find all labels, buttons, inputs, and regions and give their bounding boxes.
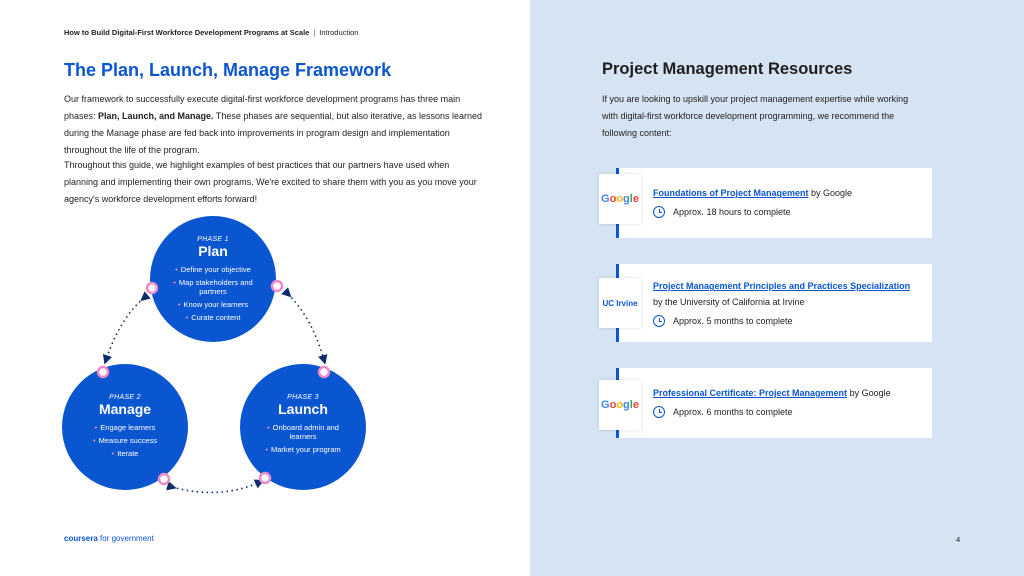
phase-bullet: •Curate content [150, 313, 276, 322]
phase-bullet: •Define your objective [150, 265, 276, 274]
bullet-dot: • [265, 445, 269, 454]
cycle-arrows [102, 287, 328, 494]
resource-info: Project Management Principles and Practi… [653, 279, 922, 327]
arrow-plan-launch [281, 287, 328, 365]
intro-text-end: These phases are sequential, but also it… [64, 111, 483, 155]
guide-paragraph: Throughout this guide, we highlight exam… [64, 160, 477, 204]
duration-text: Approx. 18 hours to complete [673, 207, 791, 217]
bullet-dot: • [267, 423, 270, 432]
phase-plan-circle: PHASE 1 Plan •Define your objective •Map… [150, 216, 276, 342]
resource-link[interactable]: Professional Certificate: Project Manage… [653, 388, 848, 398]
arrow-plan-manage [102, 291, 151, 365]
bullet-text: Market your program [271, 445, 341, 454]
phase-bullet: •Market your program [240, 445, 366, 454]
clock-icon [653, 206, 665, 218]
intro-text-bold: Plan, Launch, and Manage. [98, 111, 214, 121]
phase-name: Plan [198, 243, 228, 259]
phase-launch-circle: PHASE 3 Launch •Onboard admin and learne… [240, 364, 366, 490]
resource-card: UC Irvine Project Management Principles … [599, 264, 932, 342]
duration-text: Approx. 6 months to complete [673, 407, 793, 417]
running-header: How to Build Digital-First Workforce Dev… [64, 28, 358, 37]
bullet-text: Know your learners [183, 300, 249, 309]
resource-provider: by the University of California at Irvin… [653, 297, 805, 307]
header-separator: | [313, 28, 316, 37]
resource-link[interactable]: Project Management Principles and Practi… [653, 281, 911, 291]
page-number: 4 [956, 535, 961, 544]
phase-bullet: •Know your learners [150, 300, 276, 309]
page-title: The Plan, Launch, Manage Framework [64, 60, 392, 80]
duration: Approx. 6 months to complete [653, 406, 922, 418]
bullet-text: Map stakeholders and partners [178, 278, 253, 296]
doc-title: How to Build Digital-First Workforce Dev… [64, 28, 310, 37]
brand-sub: for government [97, 534, 154, 543]
phase-bullet: •Measure success [62, 436, 188, 445]
clock-icon [653, 406, 665, 418]
bullet-text: Measure success [98, 436, 157, 445]
resources-title: Project Management Resources [602, 60, 853, 78]
coursera-logo: coursera for government [64, 534, 154, 543]
bullet-text: Onboard admin and learners [272, 423, 339, 441]
phase-bullet: •Engage learners [62, 423, 188, 432]
phase-name: Launch [278, 401, 328, 417]
phase-label: PHASE 1 [197, 236, 229, 243]
phase-label: PHASE 3 [287, 394, 319, 401]
phase-bullet: •Iterate [62, 449, 188, 458]
node-launch-top [317, 365, 331, 379]
duration: Approx. 5 months to complete [653, 315, 922, 327]
connector-nodes [96, 279, 331, 486]
bullet-text: Iterate [117, 449, 139, 458]
bullet-dot: • [175, 265, 178, 274]
phase-label: PHASE 2 [109, 394, 141, 401]
bullet-dot: • [173, 278, 176, 287]
phase-name: Manage [98, 401, 152, 417]
clock-icon [653, 315, 665, 327]
brand-name: coursera [64, 534, 98, 543]
intro-text-start: Our framework to successfully execute di… [64, 94, 461, 121]
bullet-dot: • [111, 449, 115, 458]
bullet-dot: • [93, 436, 96, 445]
arrow-manage-launch [166, 479, 265, 494]
bullet-text: Define your objective [180, 265, 251, 274]
resource-provider: by Google [808, 188, 853, 198]
resource-provider: by Google [847, 388, 891, 398]
bullet-text: Engage learners [100, 423, 156, 432]
bullet-dot: • [185, 313, 189, 322]
phase-manage-circle: PHASE 2 Manage •Engage learners •Measure… [62, 364, 188, 490]
section-name: Introduction [319, 28, 359, 37]
phase-bullet: •Map stakeholders and partners [150, 278, 276, 296]
resources-intro: If you are looking to upskill your proje… [602, 94, 909, 138]
node-manage-top [96, 365, 110, 379]
resource-info: Foundations of Project Management by Goo… [653, 186, 922, 218]
intro-paragraph: Our framework to successfully execute di… [64, 91, 484, 159]
phase-bullet: •Onboard admin and learners [240, 423, 366, 441]
resource-info: Professional Certificate: Project Manage… [653, 386, 922, 418]
framework-diagram: PHASE 1 Plan •Define your objective •Map… [40, 210, 380, 520]
node-manage-right [157, 472, 171, 486]
duration-text: Approx. 5 months to complete [673, 316, 793, 326]
node-launch-left [258, 471, 272, 485]
bullet-text: Curate content [191, 313, 241, 322]
node-plan-left [145, 281, 159, 295]
uc-irvine-logo: UC Irvine [599, 278, 641, 328]
node-plan-right [270, 279, 284, 293]
duration: Approx. 18 hours to complete [653, 206, 922, 218]
bullet-dot: • [94, 423, 98, 432]
resource-link[interactable]: Foundations of Project Management [653, 188, 809, 198]
bullet-dot: • [177, 300, 181, 309]
